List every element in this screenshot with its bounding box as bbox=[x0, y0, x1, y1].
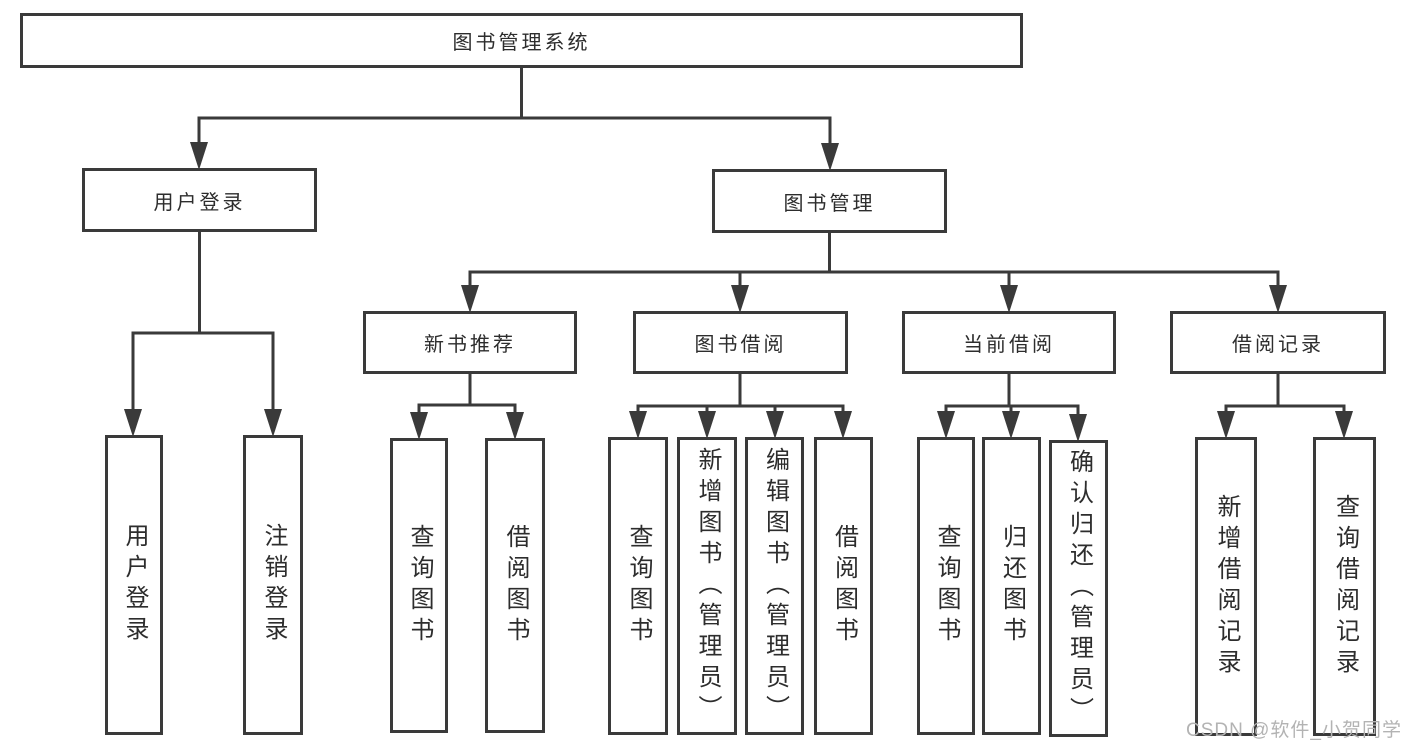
node-system-root: 图书管理系统 bbox=[20, 13, 1023, 68]
node-current-borrow: 当前借阅 bbox=[902, 311, 1116, 374]
leaf-edit-books-admin: 编辑图书（管理员） bbox=[745, 437, 804, 735]
leaf-confirm-return-admin: 确认归还（管理员） bbox=[1049, 440, 1108, 737]
leaf-query-books: 查询图书 bbox=[608, 437, 668, 735]
node-borrow-records: 借阅记录 bbox=[1170, 311, 1386, 374]
leaf-borrow-books: 借阅图书 bbox=[814, 437, 873, 735]
leaf-user-login: 用户登录 bbox=[105, 435, 163, 735]
leaf-query-borrow-record: 查询借阅记录 bbox=[1313, 437, 1376, 736]
leaf-borrow-books-recommend: 借阅图书 bbox=[485, 438, 545, 733]
node-book-management: 图书管理 bbox=[712, 169, 947, 233]
leaf-add-borrow-record: 新增借阅记录 bbox=[1195, 437, 1257, 736]
watermark: CSDN @软件_小贺同学 bbox=[1186, 720, 1402, 741]
leaf-query-books-current: 查询图书 bbox=[917, 437, 975, 735]
leaf-logout: 注销登录 bbox=[243, 435, 303, 735]
node-book-borrow: 图书借阅 bbox=[633, 311, 848, 374]
leaf-return-books: 归还图书 bbox=[982, 437, 1041, 735]
leaf-query-books-recommend: 查询图书 bbox=[390, 438, 448, 733]
node-new-book-recommend: 新书推荐 bbox=[363, 311, 577, 374]
node-user-login: 用户登录 bbox=[82, 168, 317, 232]
leaf-add-books-admin: 新增图书（管理员） bbox=[677, 437, 737, 735]
